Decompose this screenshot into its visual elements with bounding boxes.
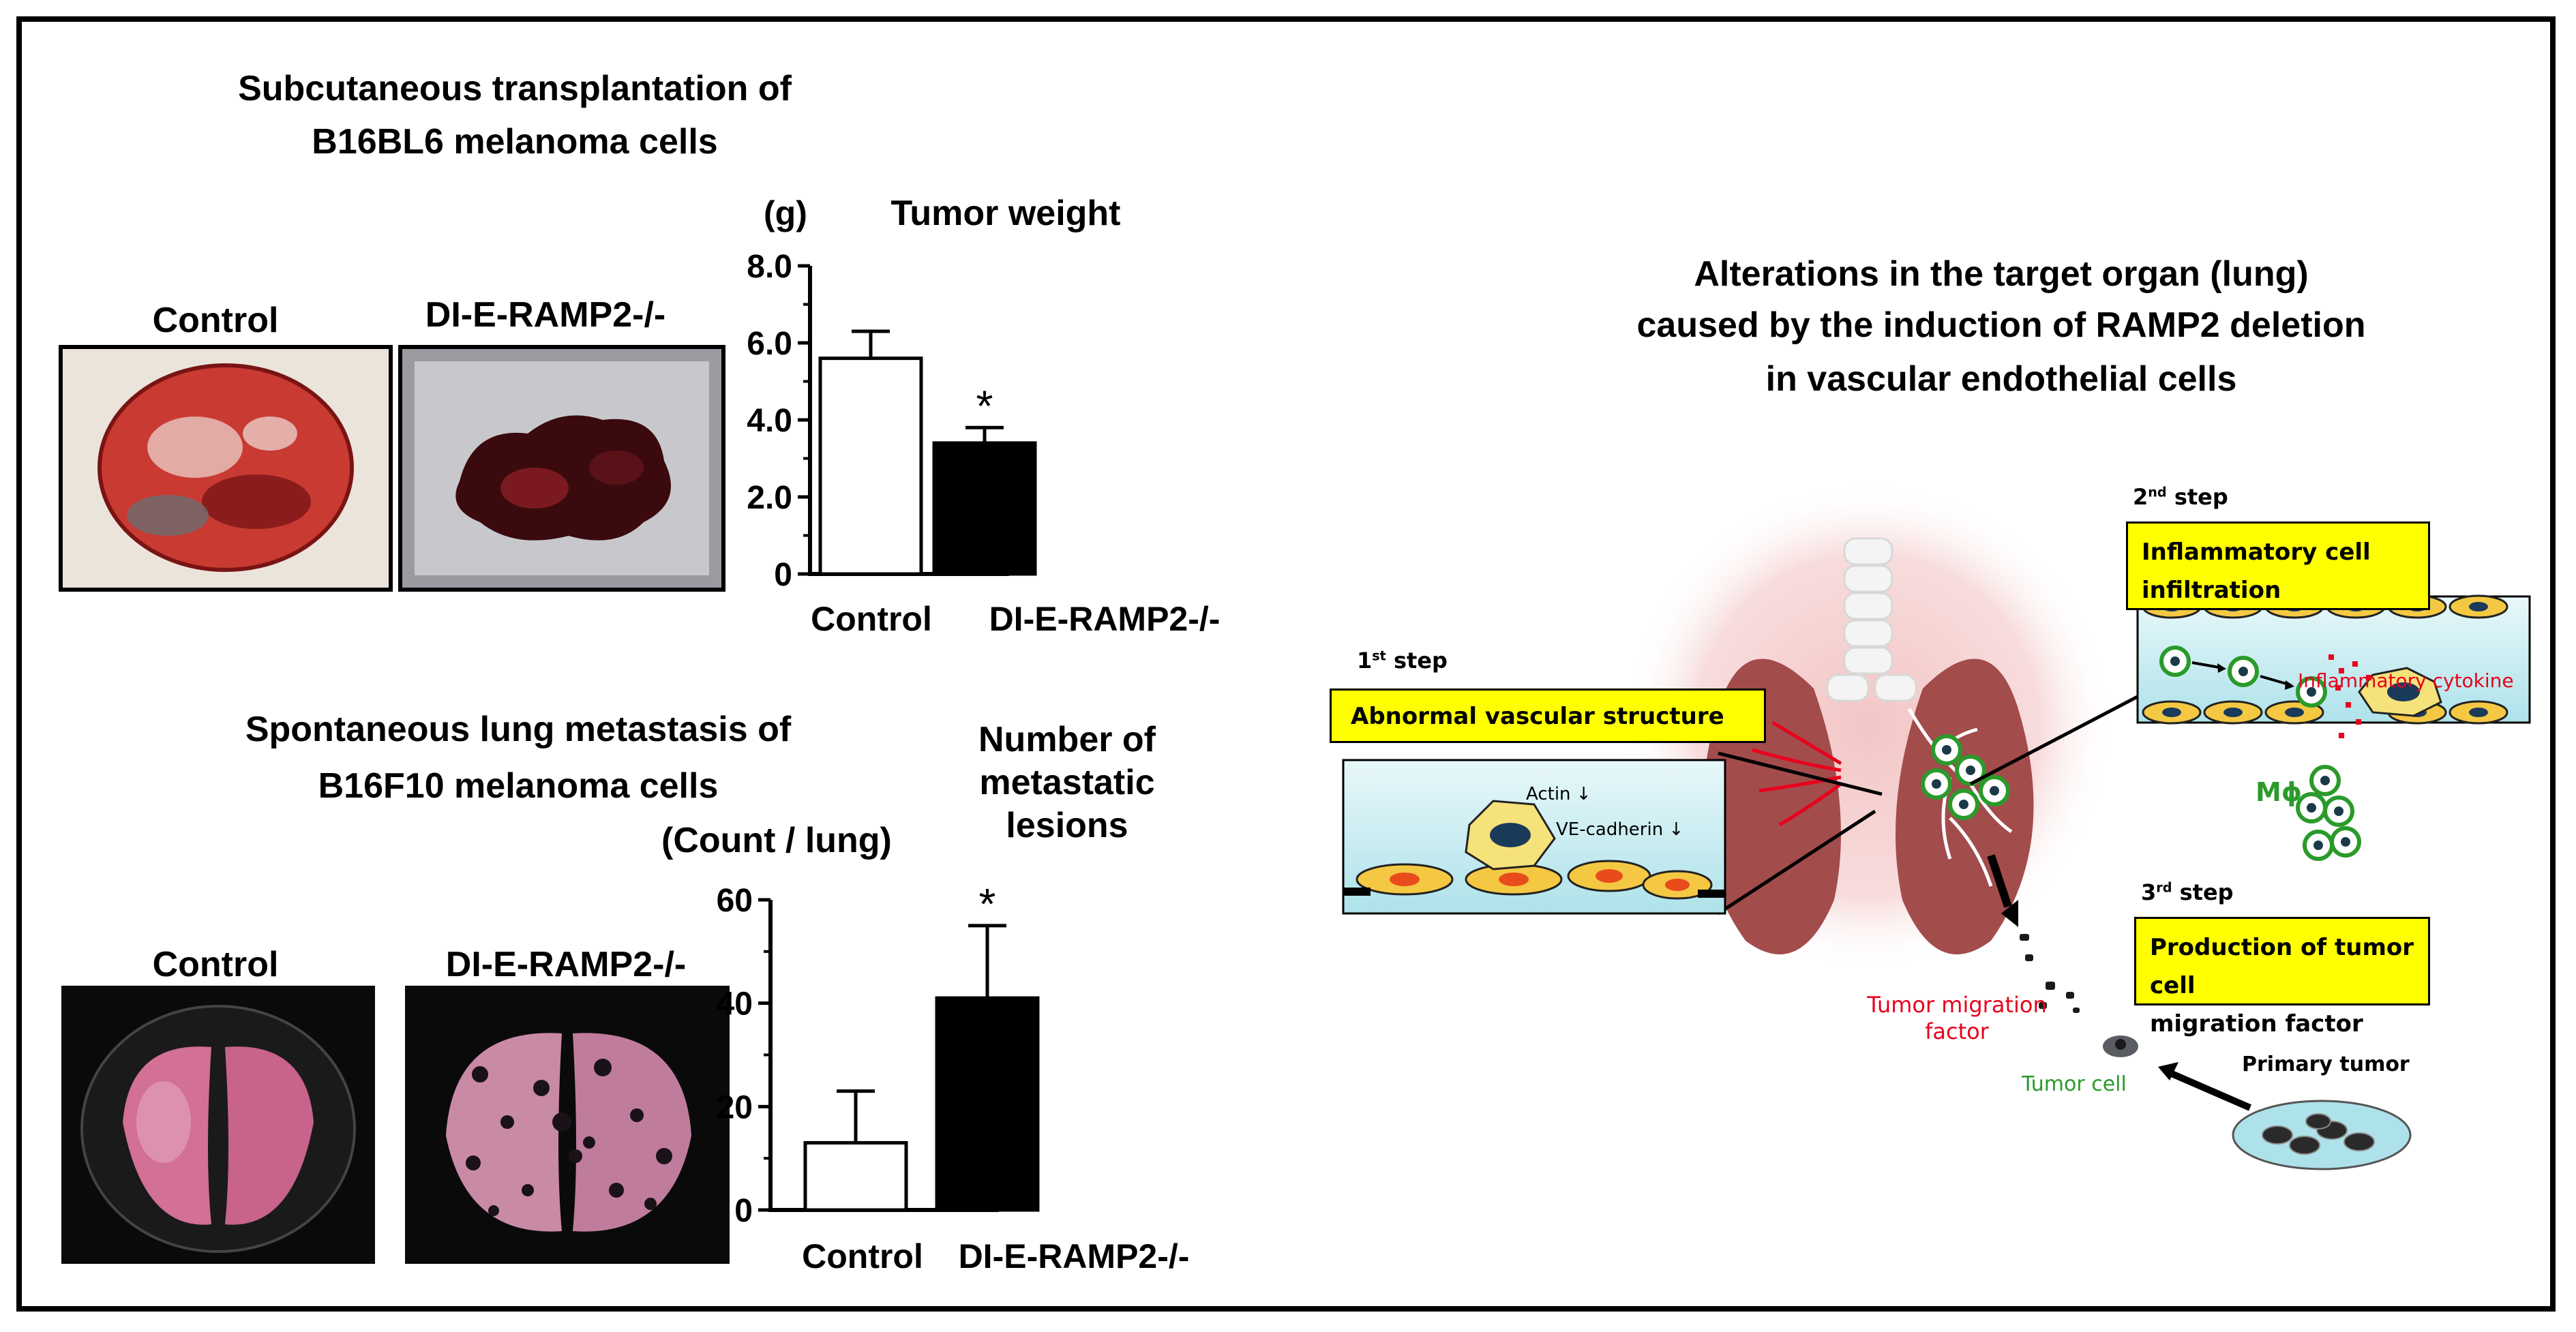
- y-tick-label: 60: [717, 883, 753, 919]
- y-tick-label: 20: [717, 1089, 753, 1125]
- dish-arrow: [2158, 1062, 2251, 1111]
- primary-tumor-dish: [2232, 1100, 2412, 1170]
- tumor-title-line1: Subcutaneous transplantation of: [238, 69, 792, 108]
- y-tick-label: 2.0: [747, 480, 792, 516]
- vecadherin-label: VE-cadherin ↓: [1556, 819, 1684, 840]
- tumor-cell-label: Tumor cell: [2022, 1072, 2127, 1096]
- bar: [803, 1140, 908, 1212]
- bar: [932, 441, 1037, 576]
- x-category-label: Control: [811, 600, 932, 638]
- y-tick-label: 6.0: [747, 326, 792, 362]
- lung-photo-control: [61, 986, 375, 1264]
- significance-mark: *: [979, 879, 996, 928]
- endothelial-cells-step1: [1356, 800, 1713, 900]
- tumor-photo-control: [59, 345, 393, 592]
- step3-box-line1: Production of tumor cell: [2150, 934, 2414, 999]
- figure-border: [16, 16, 2556, 1312]
- lung-photo-ko: [405, 986, 730, 1264]
- macrophage-label: Mϕ: [2256, 777, 2303, 807]
- migrating-tumor-cells: [2020, 934, 2080, 1013]
- step3-box: Production of tumor cell migration facto…: [2134, 917, 2430, 1038]
- tumor-weight-ylabel: (g): [764, 194, 807, 232]
- vessel-inset-step1: [1342, 759, 1726, 915]
- diagram-title-line1: Alterations in the target organ (lung): [1694, 254, 2309, 294]
- lung-diagram: [1342, 481, 2531, 1170]
- lung-title-line2: B16F10 melanoma cells: [318, 766, 719, 806]
- step3-box-line2: migration factor: [2150, 1010, 2363, 1038]
- tumor-title-line2: B16BL6 melanoma cells: [312, 122, 718, 162]
- tumor-migration-factor-line1: Tumor migration: [1867, 992, 2047, 1018]
- y-tick-label: 0: [774, 557, 792, 593]
- step1-box: Abnormal vascular structure: [1330, 688, 1766, 743]
- actin-label: Actin ↓: [1526, 784, 1591, 804]
- abnormal-vessels: [1752, 721, 1842, 827]
- step3-label: 3rd step: [2141, 879, 2234, 905]
- vessel-inset-step2: [2136, 594, 2531, 861]
- tumor-photo-ko: [398, 345, 725, 592]
- bar: [818, 357, 923, 576]
- y-tick-label: 0: [734, 1193, 753, 1229]
- primary-tumor-label: Primary tumor: [2242, 1053, 2410, 1076]
- step2-label: 2nd step: [2133, 484, 2228, 510]
- diagram-title-line3: in vascular endothelial cells: [1765, 359, 2237, 399]
- tumor-migration-factor-line2: factor: [1925, 1018, 1989, 1044]
- inflammatory-cytokine-label: Inflammatory cytokine: [2298, 669, 2514, 692]
- y-tick-label: 8.0: [747, 249, 792, 285]
- step2-box: Inflammatory cell infiltration: [2126, 521, 2430, 610]
- metastasis-title-line3: lesions: [1006, 806, 1128, 845]
- step1-label: 1st step: [1357, 648, 1448, 673]
- tumor-cell-glyph: [2103, 1035, 2138, 1057]
- y-tick-label: 4.0: [747, 403, 792, 439]
- x-category-label: DI-E-RAMP2-/-: [989, 600, 1220, 638]
- diagram-title-line2: caused by the induction of RAMP2 deletio…: [1636, 305, 2366, 345]
- migration-arrow: [1987, 854, 2018, 927]
- metastasis-title-line1: Number of: [978, 723, 1156, 759]
- lung-title-line1: Spontaneous lung metastasis of: [245, 710, 792, 749]
- tumor-photo-label-ko: DI-E-RAMP2-/-: [425, 295, 666, 335]
- lung-photo-label-control: Control: [152, 945, 279, 984]
- y-tick-label: 40: [717, 986, 753, 1023]
- lung-photo-label-ko: DI-E-RAMP2-/-: [445, 945, 687, 984]
- metastasis-ylabel: (Count / lung): [661, 821, 892, 860]
- step2-box-line2: infiltration: [2142, 577, 2281, 604]
- metastasis-title-line2: metastatic: [979, 763, 1154, 802]
- x-category-label: Control: [802, 1237, 923, 1275]
- x-category-label: DI-E-RAMP2-/-: [959, 1237, 1190, 1275]
- significance-mark: *: [976, 381, 993, 430]
- metastasis-chart: Number of metastatic lesions (Count / lu…: [661, 723, 1190, 1275]
- step2-box-line1: Inflammatory cell: [2142, 539, 2371, 566]
- trachea: [1826, 537, 1917, 702]
- tumor-weight-title: Tumor weight: [890, 194, 1120, 233]
- tumor-photo-label-control: Control: [152, 301, 279, 340]
- bar: [935, 996, 1040, 1212]
